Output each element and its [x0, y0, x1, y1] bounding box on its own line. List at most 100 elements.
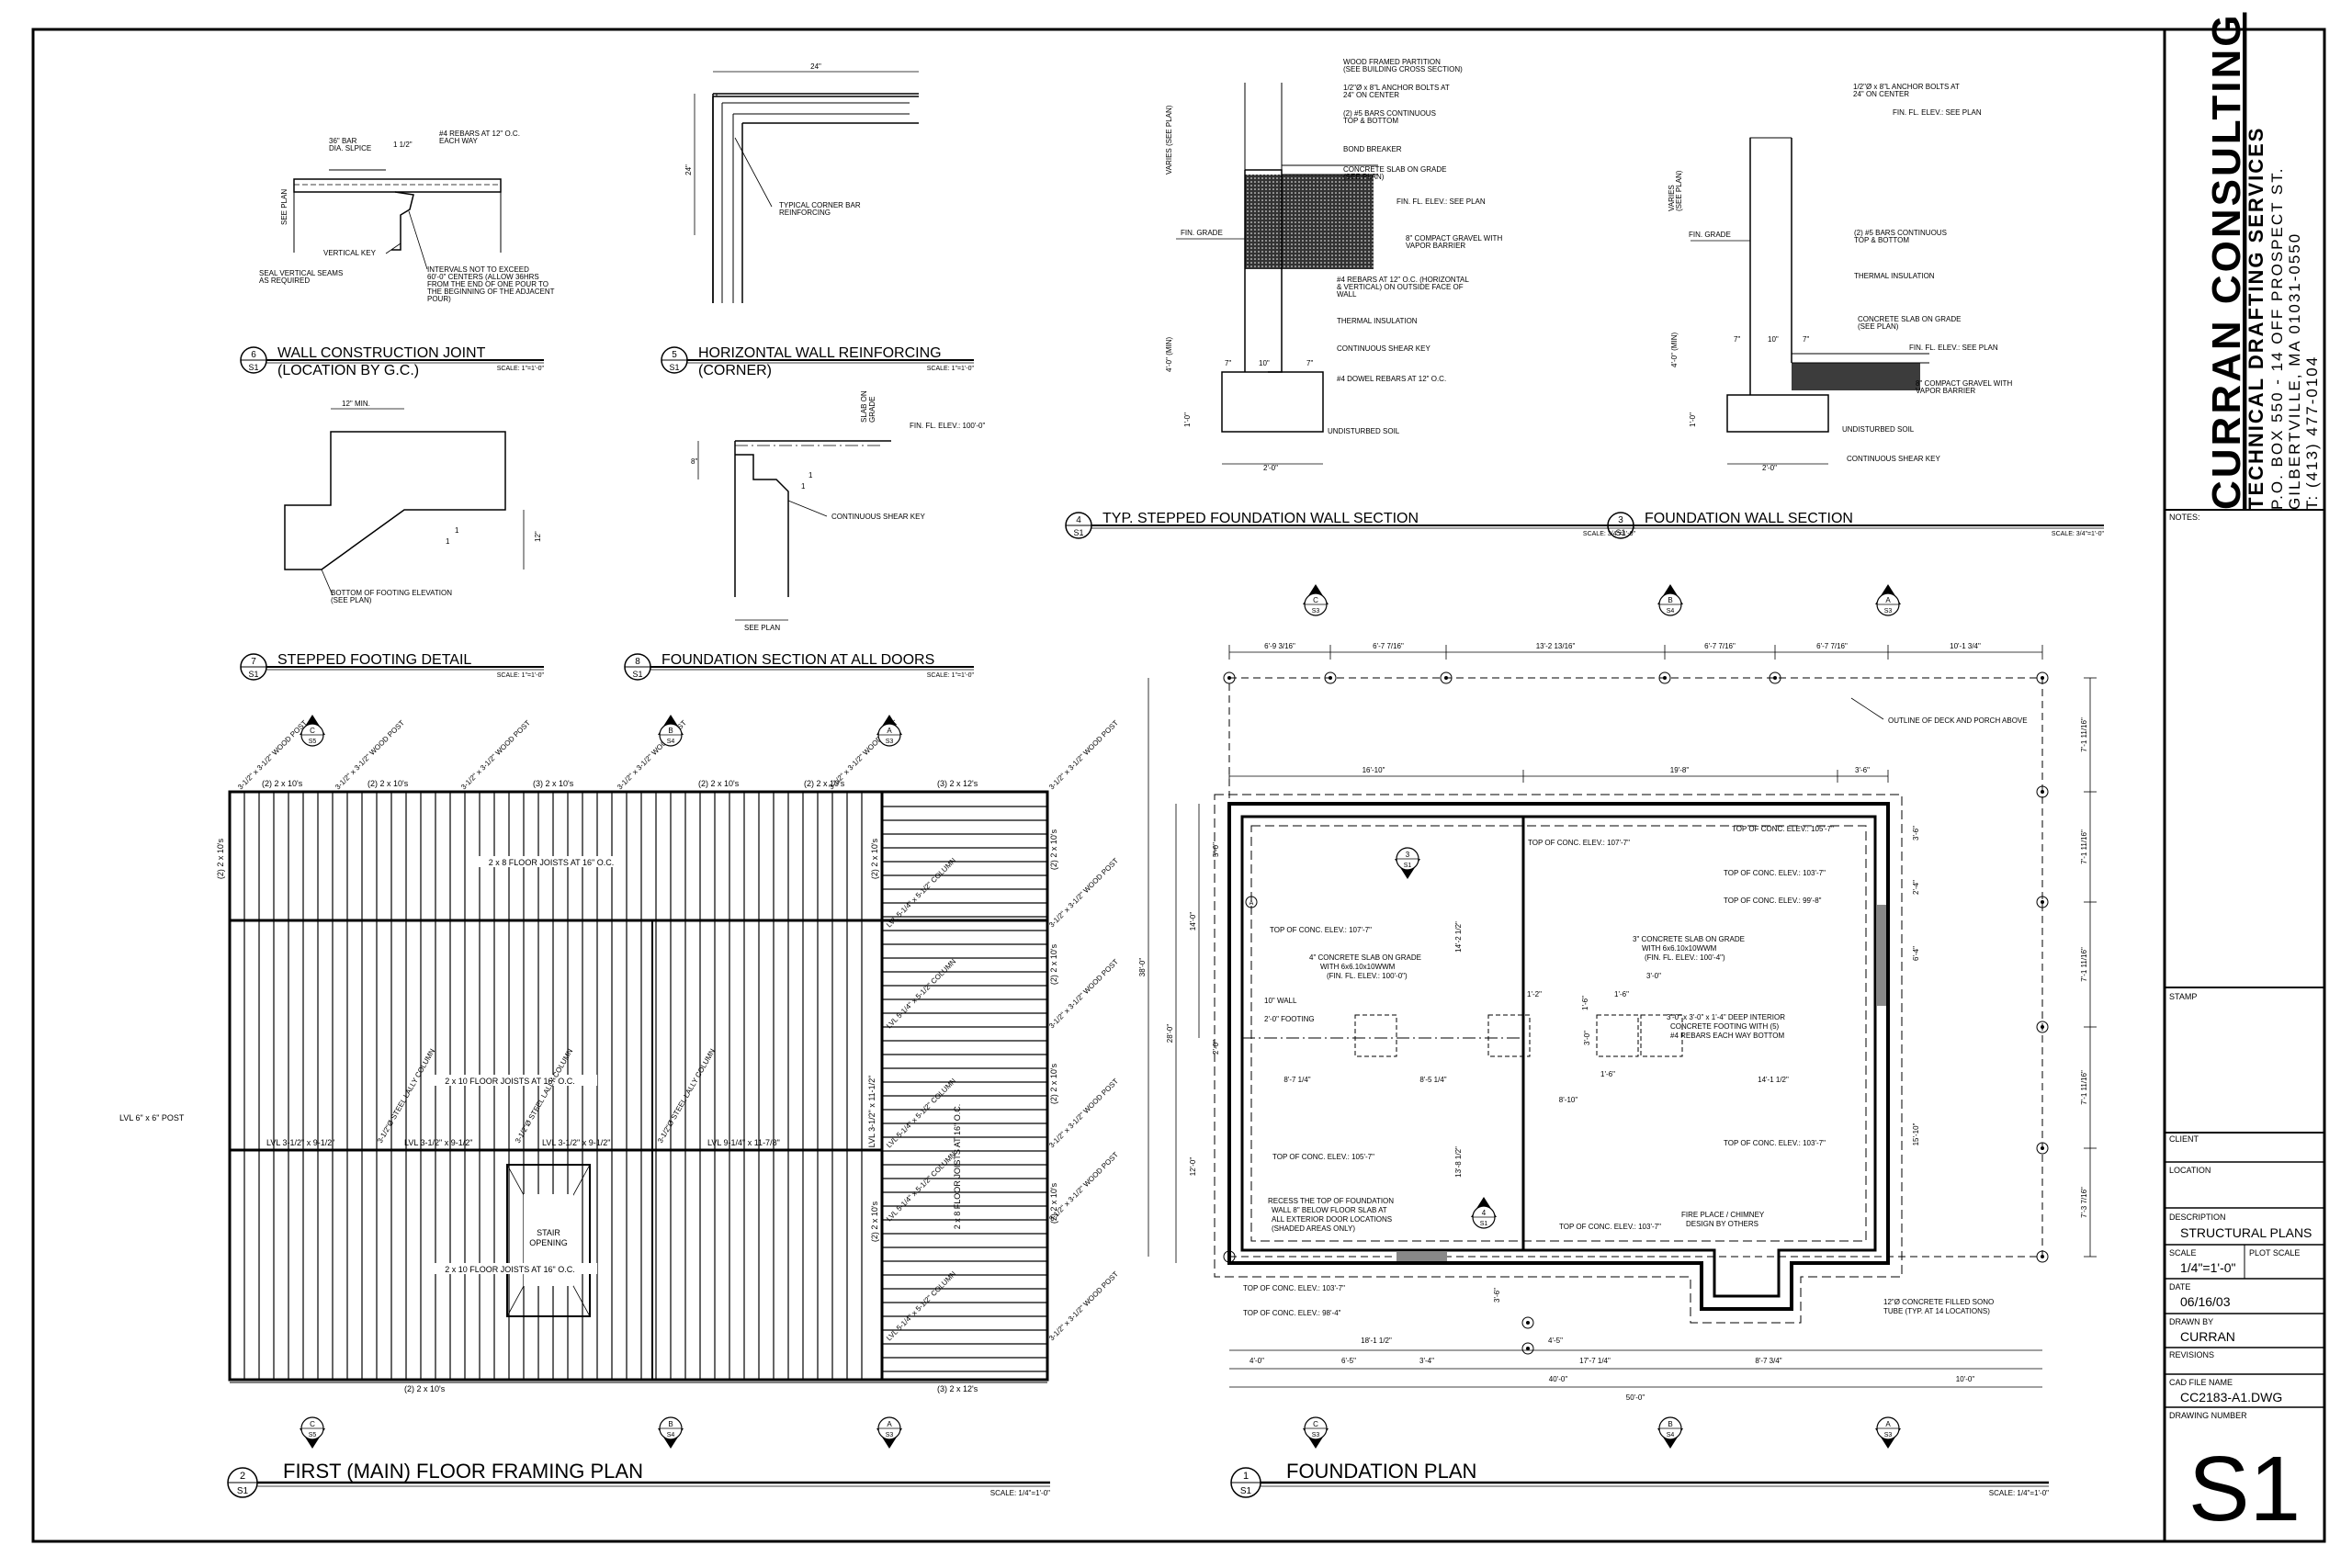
svg-text:14'-0": 14'-0": [1189, 912, 1197, 931]
svg-text:TOP OF CONC. ELEV.: 103'-7": TOP OF CONC. ELEV.: 103'-7": [1243, 1284, 1345, 1292]
svg-text:7": 7": [1225, 359, 1231, 367]
svg-text:60'-0" CENTERS (ALLOW 36HRS: 60'-0" CENTERS (ALLOW 36HRS: [427, 273, 539, 281]
detail-sheet: S1: [248, 363, 258, 372]
svg-text:VARIES: VARIES: [1668, 185, 1676, 211]
svg-text:SEE PLAN: SEE PLAN: [744, 624, 780, 632]
svg-text:8'-7 3/4": 8'-7 3/4": [1755, 1357, 1781, 1365]
svg-text:4: 4: [1482, 1209, 1487, 1217]
svg-text:2 x 10 FLOOR JOISTS AT 16" O.C: 2 x 10 FLOOR JOISTS AT 16" O.C.: [445, 1265, 574, 1274]
section-marker: BS4: [1657, 584, 1683, 616]
svg-text:S1: S1: [237, 1486, 249, 1496]
svg-text:SLAB ON: SLAB ON: [860, 390, 868, 423]
svg-text:2 x 8 FLOOR JOISTS AT 16" O.C.: 2 x 8 FLOOR JOISTS AT 16" O.C.: [489, 858, 614, 867]
svg-text:3'-0": 3'-0": [1646, 972, 1661, 980]
svg-text:B: B: [668, 727, 673, 735]
floor-joists: [243, 792, 1047, 1380]
svg-text:THERMAL INSULATION: THERMAL INSULATION: [1854, 272, 1935, 280]
svg-text:S1: S1: [1404, 863, 1412, 869]
svg-text:5'-0": 5'-0": [1212, 842, 1220, 857]
svg-text:16'-10": 16'-10": [1363, 766, 1385, 774]
svg-text:S4: S4: [1667, 608, 1675, 615]
drawn-by-label: DRAWN BY: [2169, 1317, 2213, 1326]
svg-text:TOP OF CONC. ELEV.: 98'-4": TOP OF CONC. ELEV.: 98'-4": [1243, 1309, 1341, 1317]
svg-text:LVL 5-1/4" x 5-1/2" COLUMN: LVL 5-1/4" x 5-1/2" COLUMN: [885, 856, 957, 929]
svg-text:S3: S3: [1884, 1432, 1893, 1438]
detail-wall-construction-joint: 36" BAR DIA. SLPICE 1 1/2" #4 REBARS AT …: [259, 130, 555, 303]
svg-text:WALL: WALL: [1337, 290, 1357, 299]
svg-text:CONCRETE SLAB ON GRADE: CONCRETE SLAB ON GRADE: [1343, 165, 1446, 174]
svg-text:8": 8": [691, 457, 697, 466]
svg-text:7'-1 11/16": 7'-1 11/16": [2080, 717, 2088, 752]
section-marker: BS4: [1657, 1416, 1683, 1449]
svg-text:24" ON CENTER: 24" ON CENTER: [1853, 90, 1909, 98]
svg-text:EACH WAY: EACH WAY: [439, 137, 478, 145]
svg-text:15'-10": 15'-10": [1912, 1122, 1920, 1145]
svg-text:#4 REBARS EACH WAY BOTTOM: #4 REBARS EACH WAY BOTTOM: [1670, 1032, 1785, 1040]
svg-text:(3) 2 x 12's: (3) 2 x 12's: [937, 1384, 978, 1393]
svg-text:#4 REBARS AT 12" O.C. (HORIZON: #4 REBARS AT 12" O.C. (HORIZONTAL: [1337, 276, 1469, 284]
svg-text:S3: S3: [886, 739, 894, 745]
svg-text:(SEE PLAN): (SEE PLAN): [1858, 322, 1899, 331]
svg-text:12" MIN.: 12" MIN.: [342, 400, 370, 408]
svg-text:GRADE: GRADE: [868, 397, 876, 423]
svg-text:1 1/2": 1 1/2": [393, 141, 413, 149]
svg-text:(SEE BUILDING CROSS SECTION): (SEE BUILDING CROSS SECTION): [1343, 65, 1463, 73]
svg-text:(2) 2 x 10's: (2) 2 x 10's: [1049, 829, 1058, 870]
svg-text:18'-1 1/2": 18'-1 1/2": [1361, 1337, 1392, 1345]
svg-text:& VERTICAL) ON OUTSIDE FACE OF: & VERTICAL) ON OUTSIDE FACE OF: [1337, 283, 1464, 291]
sono-tubes: [1223, 671, 2049, 1355]
foundation-plan: 6'-9 3/16"6'-7 7/16"13'-2 13/16"6'-7 7/1…: [1138, 642, 2097, 1402]
section-marker: AS3: [876, 1416, 902, 1449]
svg-text:S3: S3: [886, 1432, 894, 1438]
detail-stepped-footing: 12" MIN. 12" 1 1 BOTTOM OF FOOTING ELEVA…: [284, 400, 542, 604]
svg-text:TOP & BOTTOM: TOP & BOTTOM: [1854, 236, 1909, 244]
svg-text:LVL 6" x 6" POST: LVL 6" x 6" POST: [119, 1113, 185, 1122]
location-label: LOCATION: [2169, 1166, 2211, 1175]
svg-text:3-1/2" x 3-1/2" WOOD POST: 3-1/2" x 3-1/2" WOOD POST: [1047, 718, 1120, 791]
detail-title: FOUNDATION SECTION AT ALL DOORS: [662, 652, 934, 668]
description-label: DESCRIPTION: [2169, 1213, 2226, 1222]
svg-text:17'-7 1/4": 17'-7 1/4": [1579, 1357, 1611, 1365]
svg-text:24" ON CENTER: 24" ON CENTER: [1343, 91, 1399, 99]
svg-text:6'-7 7/16": 6'-7 7/16": [1373, 642, 1404, 650]
section-marker: AS3: [876, 715, 902, 747]
detail-number: 6: [251, 350, 256, 360]
stair-label-2: OPENING: [529, 1238, 568, 1247]
svg-text:#4 DOWEL REBARS AT 12" O.C.: #4 DOWEL REBARS AT 12" O.C.: [1337, 375, 1446, 383]
svg-text:6'-7 7/16": 6'-7 7/16": [1704, 642, 1736, 650]
svg-text:CONTINUOUS SHEAR KEY: CONTINUOUS SHEAR KEY: [1847, 455, 1940, 463]
svg-text:(2) 2 x 10's: (2) 2 x 10's: [368, 779, 409, 788]
svg-text:2: 2: [240, 1471, 245, 1482]
svg-text:3'-6": 3'-6": [1493, 1288, 1501, 1303]
svg-text:13'-8 1/2": 13'-8 1/2": [1454, 1146, 1463, 1178]
svg-text:10'-0": 10'-0": [1956, 1375, 1975, 1383]
svg-text:CONCRETE FOOTING WITH (5): CONCRETE FOOTING WITH (5): [1670, 1022, 1780, 1031]
svg-text:LVL 5-1/4" x 5-1/2" COLUMN: LVL 5-1/4" x 5-1/2" COLUMN: [885, 1077, 957, 1149]
detail-number: 3: [1618, 515, 1623, 525]
svg-text:3-1/2"Ø STEEL LALLY COLUMN: 3-1/2"Ø STEEL LALLY COLUMN: [656, 1047, 717, 1145]
svg-text:7'-1 11/16": 7'-1 11/16": [2080, 947, 2088, 982]
detail-sheet: S1: [669, 363, 679, 372]
svg-text:THERMAL INSULATION: THERMAL INSULATION: [1337, 317, 1418, 325]
firm-city: GILBERTVILLE, MA 01031-0550: [2286, 232, 2303, 510]
svg-text:VAPOR BARRIER: VAPOR BARRIER: [1916, 387, 1975, 395]
svg-text:(2) 2 x 10's: (2) 2 x 10's: [804, 779, 845, 788]
svg-text:1/2"Ø x 8"L ANCHOR BOLTS AT: 1/2"Ø x 8"L ANCHOR BOLTS AT: [1343, 84, 1450, 92]
cad-file-value: CC2183-A1.DWG: [2180, 1390, 2282, 1404]
svg-text:B: B: [668, 1420, 673, 1428]
svg-text:WITH 6x6.10x10WWM: WITH 6x6.10x10WWM: [1642, 944, 1717, 953]
svg-text:3'-0" x 3'-0" x 1'-4" DEEP INT: 3'-0" x 3'-0" x 1'-4" DEEP INTERIOR: [1667, 1013, 1785, 1021]
svg-text:TYPICAL CORNER BAR: TYPICAL CORNER BAR: [779, 201, 861, 209]
svg-text:14'-1 1/2": 14'-1 1/2": [1758, 1076, 1789, 1084]
svg-text:C: C: [310, 1420, 315, 1428]
svg-text:10": 10": [1259, 359, 1270, 367]
foundation-wall-inner: [1240, 815, 1877, 1298]
svg-text:14'-2 1/2": 14'-2 1/2": [1454, 921, 1463, 953]
svg-text:2'-0": 2'-0": [1762, 464, 1777, 472]
svg-text:4'-5": 4'-5": [1548, 1337, 1563, 1345]
svg-text:S4: S4: [1667, 1432, 1675, 1438]
section-marker: BS4: [658, 1416, 684, 1449]
svg-text:FROM THE END OF ONE POUR TO: FROM THE END OF ONE POUR TO: [427, 280, 548, 288]
